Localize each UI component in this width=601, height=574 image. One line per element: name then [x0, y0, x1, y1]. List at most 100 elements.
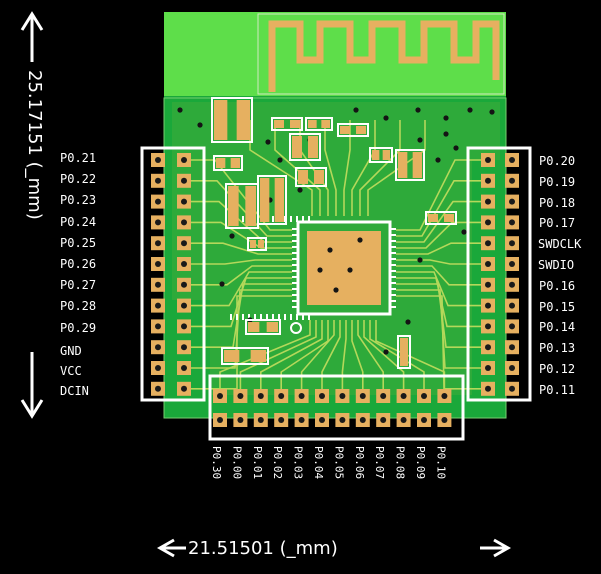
pad-hole [155, 344, 161, 351]
trace [239, 320, 317, 390]
component-pad [248, 322, 260, 332]
via [297, 187, 303, 193]
via [353, 107, 359, 113]
components [211, 97, 457, 369]
component-outline [397, 335, 411, 369]
right-pin-label: P0.11 [539, 382, 576, 397]
via [317, 267, 323, 273]
pad-hole [155, 240, 161, 247]
pad-hole [217, 417, 223, 423]
pad-hole [509, 177, 515, 184]
chip-pin [390, 276, 396, 278]
component-pad [308, 136, 318, 158]
chip-pin [390, 288, 396, 290]
chip-pin [390, 294, 396, 296]
pad-hole [319, 393, 325, 399]
via [405, 319, 411, 325]
left-pin-label: P0.29 [60, 320, 97, 335]
chip-pin [278, 314, 280, 320]
pad-hole [181, 344, 187, 351]
left-pin-label: DCIN [60, 384, 89, 398]
pad-hole [421, 417, 427, 423]
chip-outline [296, 220, 392, 316]
via [197, 122, 203, 128]
pad-hole [237, 417, 244, 423]
via [467, 107, 473, 113]
chip-pin [390, 282, 396, 284]
trace [396, 271, 482, 307]
bottom-pin-label: P0.08 [393, 446, 407, 480]
via [383, 115, 389, 121]
left-pin-label: VCC [60, 364, 82, 378]
component-pad [228, 186, 239, 226]
via [357, 237, 363, 243]
right-pin-label: P0.12 [539, 362, 576, 376]
trace [396, 259, 482, 265]
chip-pin [236, 314, 238, 320]
component-pad [274, 178, 284, 222]
bottom-pin-label: P0.07 [373, 446, 387, 480]
chip-pin [292, 270, 298, 272]
component-pad [444, 214, 454, 222]
antenna-outline [257, 13, 505, 95]
chip-pin [390, 246, 396, 248]
right-pin-label: P0.15 [539, 299, 576, 314]
pad-hole [509, 240, 515, 247]
pad-hole [181, 177, 187, 184]
pad-hole [485, 281, 491, 288]
bottom-pin-label: P0.06 [352, 446, 366, 480]
pad-hole [485, 365, 491, 371]
via [383, 349, 389, 355]
vias [177, 107, 495, 355]
trace [324, 120, 337, 216]
via [219, 281, 225, 287]
horizontal-dimension-arrows [156, 538, 512, 558]
bottom-pin-label: P0.10 [434, 446, 448, 480]
chip-pin [292, 234, 298, 236]
left-pin-label: P0.28 [60, 299, 97, 314]
pad-hole [181, 198, 187, 205]
pad-hole [509, 281, 515, 288]
pad-hole [485, 198, 491, 205]
chip-pin [390, 300, 396, 302]
trace [321, 320, 341, 390]
component-outline [247, 237, 267, 251]
chip-pin [296, 314, 298, 320]
pad-hole [400, 417, 407, 423]
pad-hole [509, 385, 515, 392]
pad-hole [509, 261, 515, 267]
pad-hole [509, 365, 515, 371]
pad-hole [181, 281, 187, 288]
component-outline [295, 167, 327, 187]
via [229, 233, 235, 239]
chip-pin [292, 240, 298, 242]
left-pin-label: P0.25 [60, 235, 97, 250]
component-pad [250, 240, 256, 248]
chip-pin [248, 314, 250, 320]
castellated-pads [151, 153, 519, 427]
left-pin-label: P0.27 [60, 278, 97, 293]
trace [351, 120, 376, 216]
width-dimension-label: 21.51501 (_mm) [188, 538, 338, 559]
pad-hole [181, 365, 187, 371]
component-outline [225, 183, 259, 229]
pad-hole [257, 393, 264, 399]
component-pad [308, 120, 317, 128]
chip-pin [272, 216, 274, 222]
bottom-pin-label: P0.05 [332, 446, 346, 480]
pad-hole [339, 417, 346, 423]
pad-hole [155, 157, 161, 163]
chip-pin [292, 288, 298, 290]
via [443, 131, 449, 137]
chip-pin [290, 216, 292, 222]
pad-hole [441, 417, 448, 423]
via [443, 115, 449, 121]
chip-pin [290, 314, 292, 320]
pad-hole [485, 261, 491, 267]
trace [274, 120, 321, 216]
pad-hole [509, 219, 515, 226]
pad-hole [400, 393, 407, 399]
pad-hole [509, 344, 515, 351]
via [415, 107, 421, 113]
